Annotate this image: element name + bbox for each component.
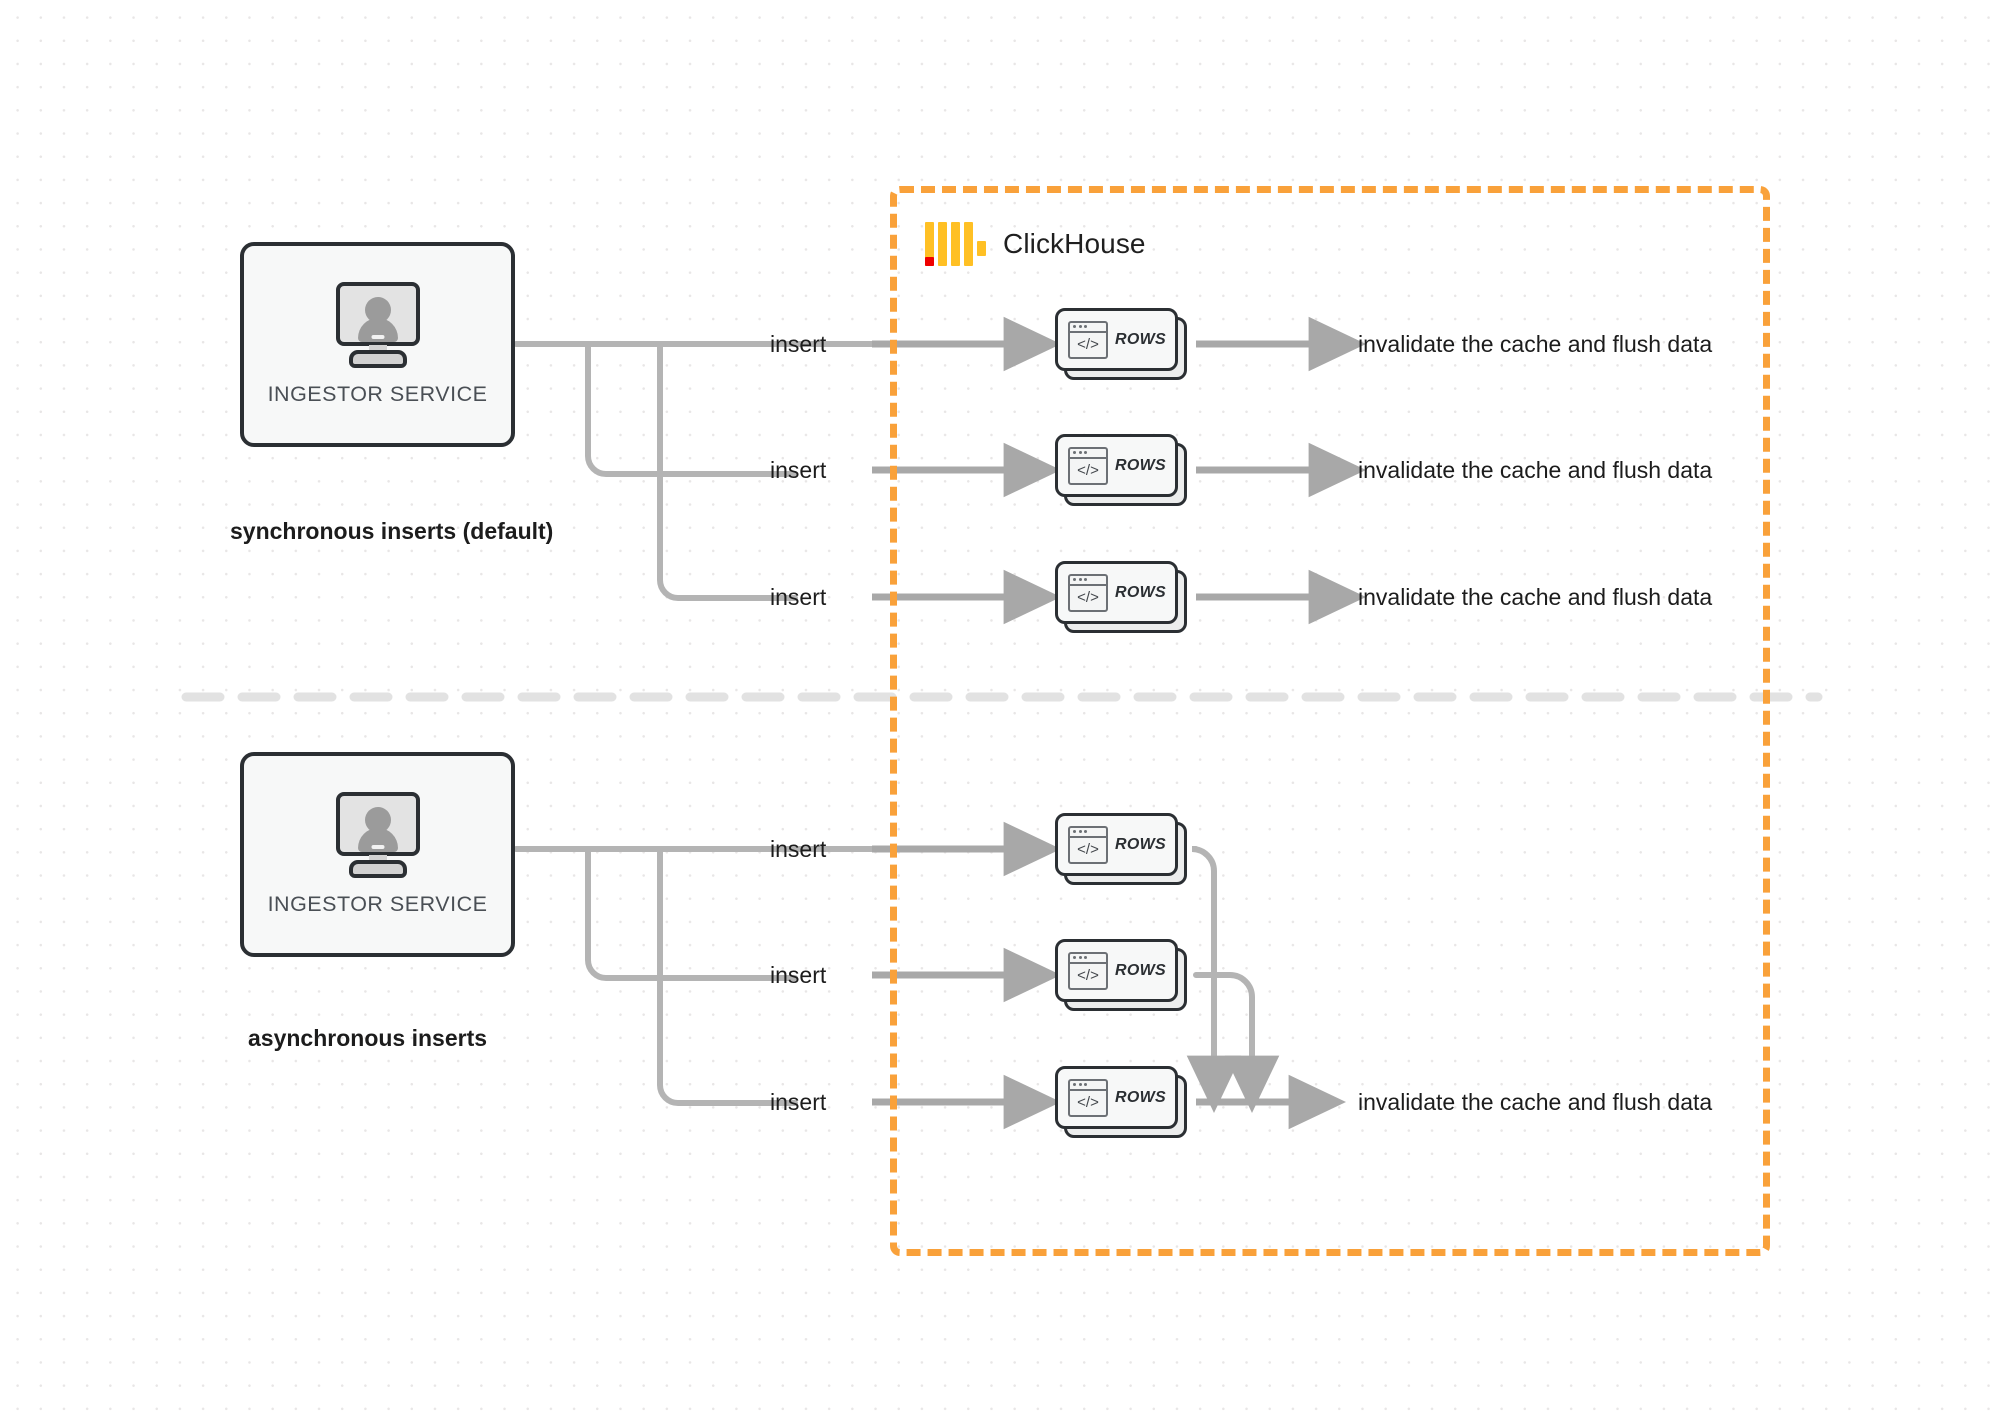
clickhouse-logo-icon (925, 222, 986, 266)
rows-card-sync-3[interactable]: </> ROWS (1055, 561, 1187, 633)
insert-label-async-2: insert (770, 962, 827, 988)
rows-card-sync-1[interactable]: </> ROWS (1055, 308, 1187, 380)
rows-card-label: ROWS (1115, 583, 1166, 601)
clickhouse-brand: ClickHouse (925, 222, 1146, 266)
code-window-icon: </> (1068, 446, 1108, 485)
monitor-user-icon (330, 792, 426, 878)
code-window-icon: </> (1068, 573, 1108, 612)
rows-card-async-2[interactable]: </> ROWS (1055, 939, 1187, 1011)
rows-card-label: ROWS (1115, 330, 1166, 348)
insert-label-sync-2: insert (770, 457, 827, 483)
output-label-async-merged: invalidate the cache and flush data (1358, 1089, 1713, 1115)
insert-label-sync-1: insert (770, 331, 827, 357)
output-label-sync-3: invalidate the cache and flush data (1358, 584, 1713, 610)
insert-label-sync-3: insert (770, 584, 827, 610)
clickhouse-boundary (890, 186, 1770, 1256)
rows-card-async-1[interactable]: </> ROWS (1055, 813, 1187, 885)
code-window-icon: </> (1068, 1078, 1108, 1117)
rows-card-label: ROWS (1115, 1088, 1166, 1106)
insert-label-async-1: insert (770, 836, 827, 862)
output-label-sync-1: invalidate the cache and flush data (1358, 331, 1713, 357)
output-label-sync-2: invalidate the cache and flush data (1358, 457, 1713, 483)
rows-card-async-3[interactable]: </> ROWS (1055, 1066, 1187, 1138)
ingestor-service-label-sync: INGESTOR SERVICE (267, 382, 488, 406)
section-caption-asynchronous: asynchronous inserts (248, 1025, 488, 1051)
insert-label-async-3: insert (770, 1089, 827, 1115)
section-caption-synchronous: synchronous inserts (default) (230, 518, 554, 544)
rows-card-label: ROWS (1115, 835, 1166, 853)
rows-card-label: ROWS (1115, 961, 1166, 979)
monitor-user-icon (330, 282, 426, 368)
code-window-icon: </> (1068, 825, 1108, 864)
code-window-icon: </> (1068, 320, 1108, 359)
ingestor-service-async[interactable]: INGESTOR SERVICE (240, 752, 515, 957)
rows-card-label: ROWS (1115, 456, 1166, 474)
ingestor-service-sync[interactable]: INGESTOR SERVICE (240, 242, 515, 447)
clickhouse-brand-label: ClickHouse (1003, 228, 1146, 259)
rows-card-sync-2[interactable]: </> ROWS (1055, 434, 1187, 506)
code-window-icon: </> (1068, 951, 1108, 990)
ingestor-service-label-async: INGESTOR SERVICE (267, 892, 488, 916)
